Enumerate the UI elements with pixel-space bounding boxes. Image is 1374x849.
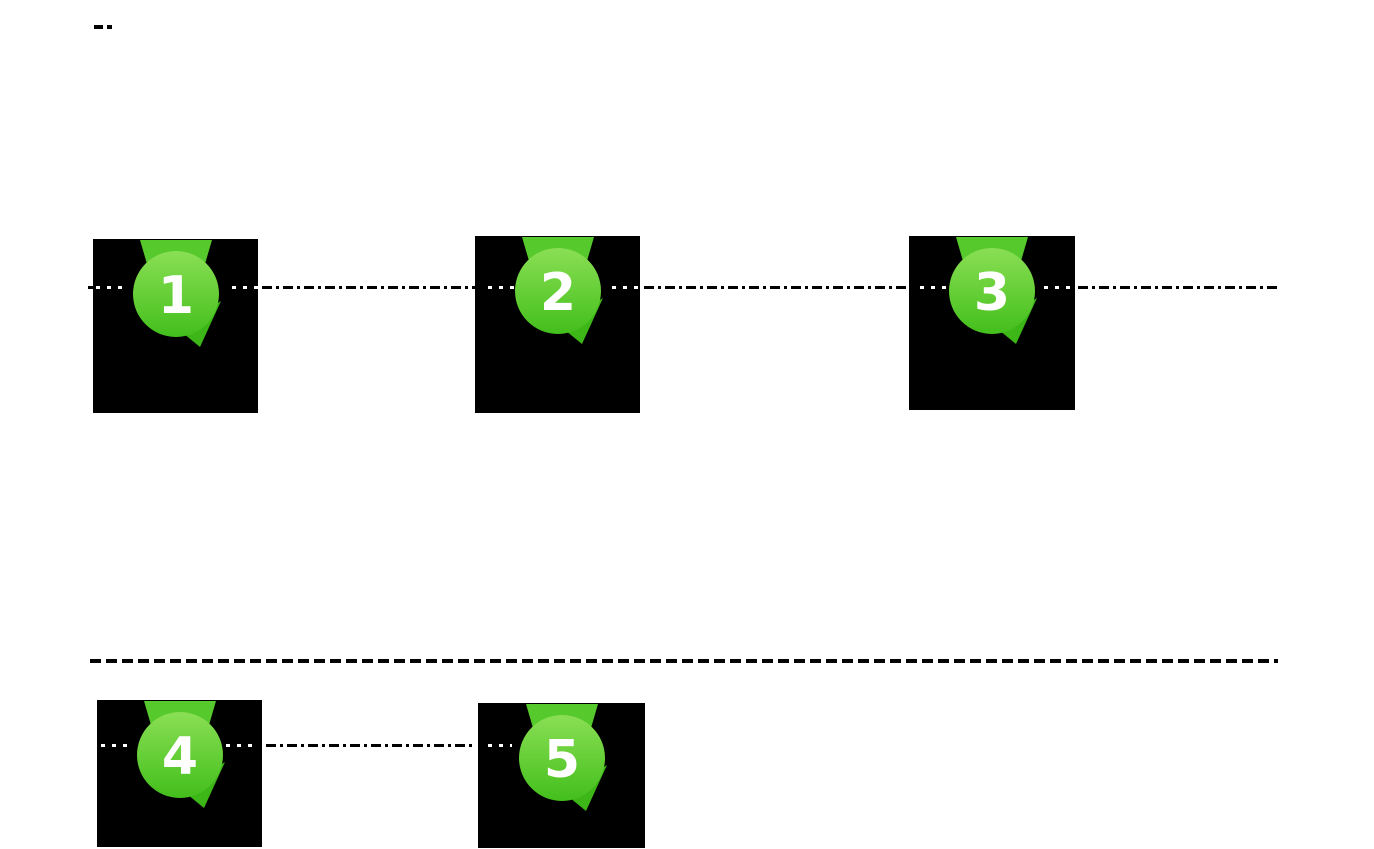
- connector-line-3-end: [1078, 286, 1278, 289]
- card-2-line-dots-left: [488, 286, 514, 289]
- step-number: 3: [974, 263, 1010, 323]
- connector-line-4-5: [266, 744, 476, 747]
- card-4-line-dots-right: [226, 744, 254, 747]
- step-3-marker-icon: 3: [949, 237, 1037, 344]
- bubble-circle: [515, 248, 601, 334]
- step-number: 5: [544, 730, 580, 790]
- row-divider-dashed-line: [90, 659, 1278, 663]
- card-3-line-dots-right: [1044, 286, 1070, 289]
- connector-line-2-3: [644, 286, 909, 289]
- step-number: 2: [540, 263, 576, 323]
- legend-dot-icon: [107, 25, 112, 29]
- card-1-line-dots-left: [96, 286, 122, 289]
- step-number: 4: [162, 727, 198, 787]
- connector-line-1-2: [262, 286, 475, 289]
- step-2-marker-icon: 2: [515, 237, 603, 344]
- step-4-marker-icon: 4: [137, 701, 225, 808]
- step-5-marker-icon: 5: [519, 704, 607, 811]
- bubble-circle: [949, 248, 1035, 334]
- card-4-line-dots-left: [101, 744, 131, 747]
- connector-start-dot: [88, 286, 93, 289]
- card-1-line-dots-right: [232, 286, 258, 289]
- step-number: 1: [158, 266, 194, 326]
- card-3-line-dots-left: [920, 286, 946, 289]
- bubble-circle: [137, 712, 223, 798]
- legend-dash-icon: [94, 25, 103, 29]
- bubble-circle: [133, 251, 219, 337]
- bubble-circle: [519, 715, 605, 801]
- card-2-line-dots-right: [612, 286, 640, 289]
- card-5-line-dots-left: [488, 744, 512, 747]
- step-1-marker-icon: 1: [133, 240, 221, 347]
